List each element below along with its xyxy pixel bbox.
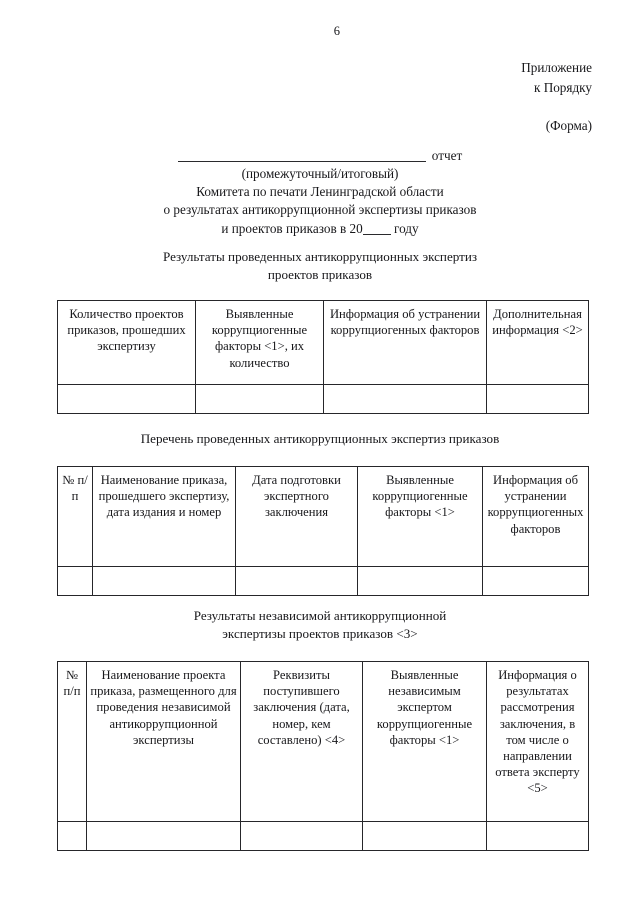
section-1-caption-line-2: проектов приказов: [267, 267, 373, 283]
cell-order-name[interactable]: [92, 566, 236, 596]
report-organization: Комитета по печати Ленинградской области: [196, 183, 444, 199]
report-title-block: отчет (промежуточный/итоговый) Комитета …: [40, 146, 600, 238]
section-3-caption: Результаты независимой антикоррупционной…: [40, 607, 600, 644]
section-1-caption-line-1: Результаты проведенных антикоррупционных…: [162, 249, 478, 264]
table-header-row: № п/п Наименование проекта приказа, разм…: [57, 661, 589, 822]
report-kind-note: (промежуточный/итоговый): [241, 166, 399, 182]
table-row: [57, 821, 589, 851]
cell-conclusion-details[interactable]: [240, 821, 363, 851]
cell-count-of-drafts[interactable]: [57, 384, 196, 414]
report-year-suffix: году: [393, 220, 419, 236]
report-year-prefix: и проектов приказов в 20: [221, 220, 363, 236]
column-header-row-number: № п/п: [57, 661, 87, 822]
table-row: [57, 384, 589, 414]
appendix-header-block: Приложение к Порядку (Форма): [352, 58, 592, 136]
report-year-blank[interactable]: [362, 222, 391, 235]
form-label: (Форма): [545, 118, 592, 133]
report-year-line: и проектов приказов в 20 году: [40, 220, 600, 239]
cell-detected-factors[interactable]: [195, 384, 324, 414]
column-header-detected-factors: Выявленные коррупциогенные факторы <1>, …: [195, 300, 324, 385]
column-header-conclusion-details: Реквизиты поступившего заключения (дата,…: [240, 661, 363, 822]
column-header-additional-info: Дополнительная информация <2>: [486, 300, 589, 385]
table-results-of-expertise: Количество проектов приказов, прошедших …: [57, 300, 589, 414]
cell-conclusion-date[interactable]: [235, 566, 358, 596]
cell-elimination-info[interactable]: [323, 384, 487, 414]
report-kind-blank-line[interactable]: [177, 148, 426, 162]
column-header-row-number: № п/п: [57, 466, 93, 567]
section-2-caption: Перечень проведенных антикоррупционных э…: [40, 430, 600, 448]
column-header-elimination-info: Информация об устранении коррупциогенных…: [482, 466, 589, 567]
report-subject: о результатах антикоррупционной эксперти…: [163, 202, 477, 218]
section-3-caption-line-2: экспертизы проектов приказов <3>: [222, 626, 418, 642]
appendix-reference: к Порядку: [533, 79, 592, 95]
table-header-row: Количество проектов приказов, прошедших …: [57, 300, 589, 385]
cell-draft-order-name[interactable]: [86, 821, 241, 851]
section-3-caption-line-1: Результаты независимой антикоррупционной: [193, 608, 447, 623]
cell-row-number[interactable]: [57, 821, 87, 851]
cell-elimination-info[interactable]: [482, 566, 589, 596]
column-header-elimination-info: Информация об устранении коррупциогенных…: [323, 300, 487, 385]
column-header-conclusion-date: Дата подготовки экспертного заключения: [235, 466, 358, 567]
column-header-draft-order-name: Наименование проекта приказа, размещенно…: [86, 661, 241, 822]
table-independent-expertise-results: № п/п Наименование проекта приказа, разм…: [57, 661, 589, 851]
report-kind-fill-row: отчет: [40, 146, 600, 165]
column-header-count-of-drafts: Количество проектов приказов, прошедших …: [57, 300, 196, 385]
table-header-row: № п/п Наименование приказа, прошедшего э…: [57, 466, 589, 567]
report-word: отчет: [431, 148, 463, 163]
column-header-review-results-info: Информация о результатах рассмотрения за…: [486, 661, 589, 822]
table-row: [57, 566, 589, 596]
cell-review-results-info[interactable]: [486, 821, 589, 851]
column-header-order-name: Наименование приказа, прошедшего эксперт…: [92, 466, 236, 567]
appendix-label: Приложение: [521, 60, 592, 75]
section-1-caption: Результаты проведенных антикоррупционных…: [40, 248, 600, 285]
column-header-expert-detected-factors: Выявленные независимым экспертом коррупц…: [362, 661, 487, 822]
column-header-detected-factors: Выявленные коррупциогенные факторы <1>: [357, 466, 483, 567]
table-list-of-expertise: № п/п Наименование приказа, прошедшего э…: [57, 466, 589, 596]
cell-additional-info[interactable]: [486, 384, 589, 414]
cell-row-number[interactable]: [57, 566, 93, 596]
cell-detected-factors[interactable]: [357, 566, 483, 596]
section-2-caption-line-1: Перечень проведенных антикоррупционных э…: [140, 431, 500, 446]
cell-expert-detected-factors[interactable]: [362, 821, 487, 851]
page-number: 6: [333, 24, 341, 38]
